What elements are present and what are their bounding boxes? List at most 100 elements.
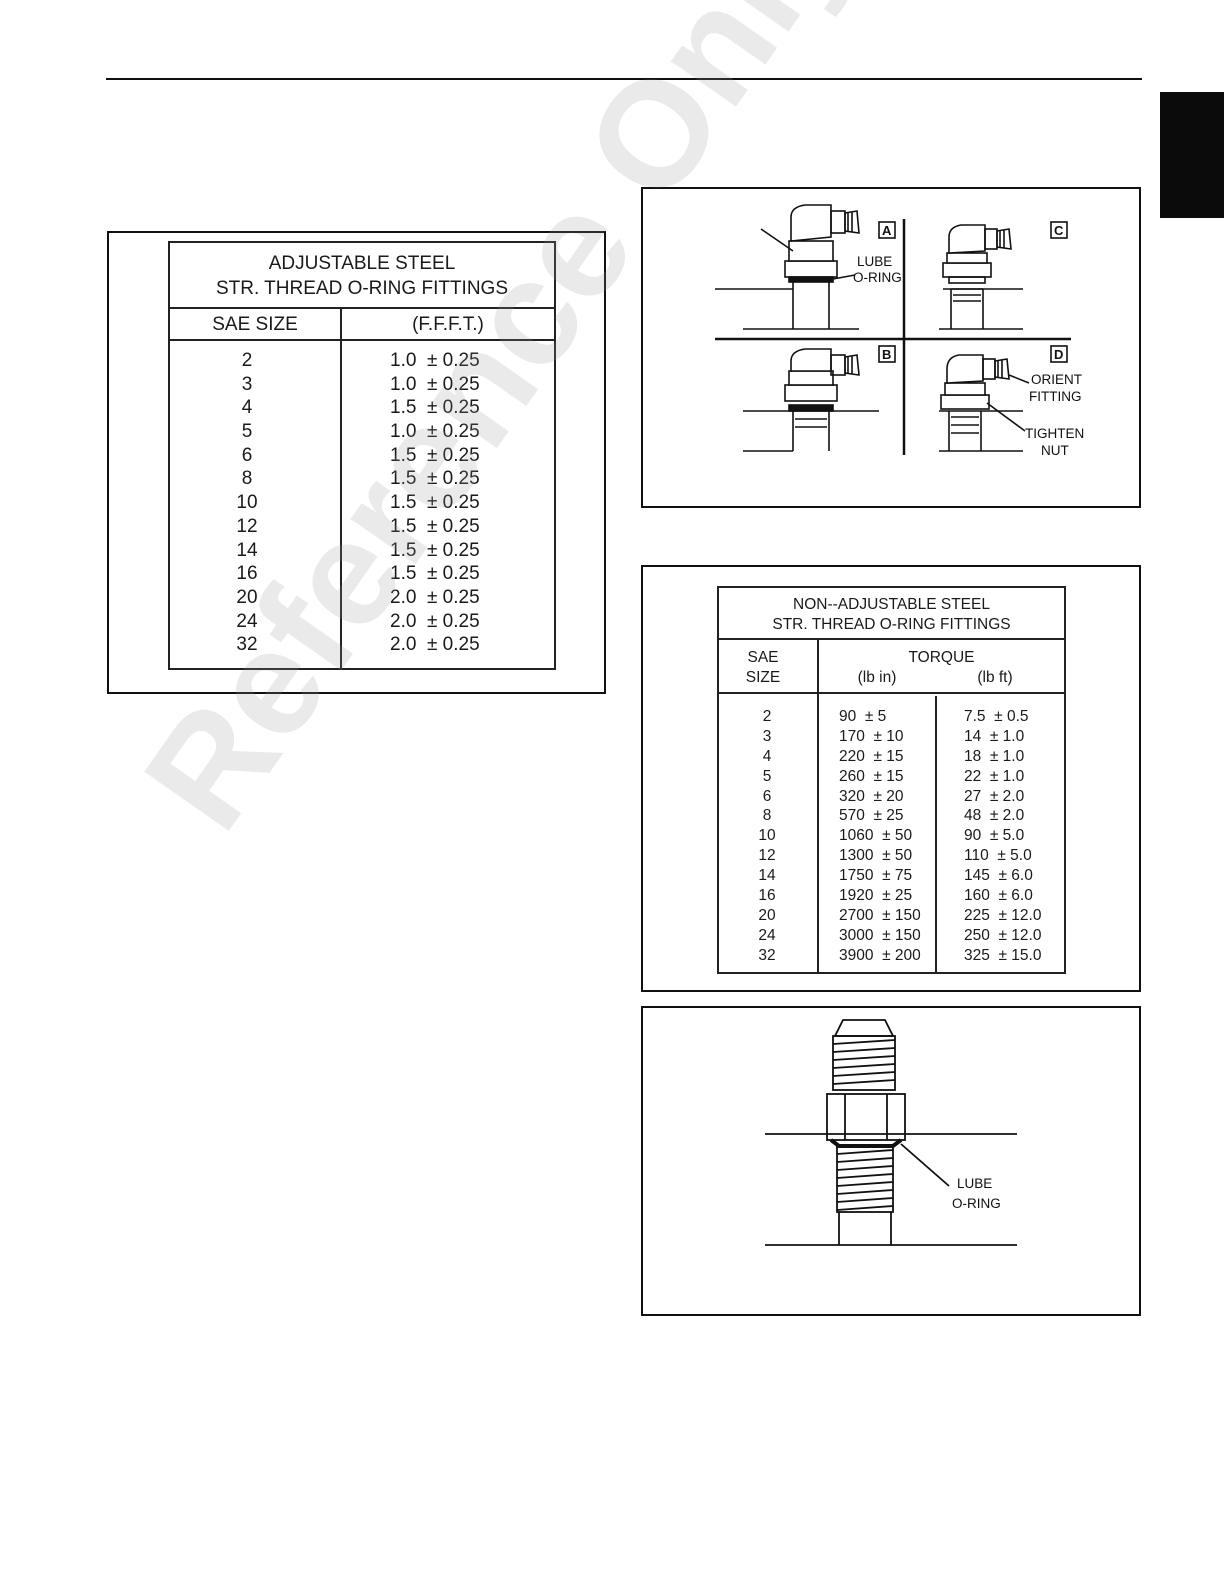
non-adjustable-title-line1: NON--ADJUSTABLE STEEL <box>793 596 990 613</box>
torque-header: TORQUE <box>908 649 975 666</box>
lb-in-header: (lb in) <box>857 669 897 686</box>
adjustable-torque-table: ADJUSTABLE STEEL STR. THREAD O-RING FITT… <box>168 241 556 670</box>
nadj-lbft-cell: 22 ± 1.0 <box>964 767 1025 785</box>
nadj-size-cell: 32 <box>758 946 776 964</box>
nadj-lbft-cell: 90 ± 5.0 <box>964 827 1025 845</box>
nadj-size-cell: 5 <box>762 767 772 785</box>
adj-size-cell: 20 <box>236 586 258 608</box>
nadj-lbft-cell: 145 ± 6.0 <box>964 867 1033 885</box>
adj-size-cell: 14 <box>236 539 258 561</box>
non-adjustable-torque-table: NON--ADJUSTABLE STEEL STR. THREAD O-RING… <box>717 586 1066 974</box>
nadj-lbft-cell: 225 ± 12.0 <box>964 906 1042 924</box>
adj-ffft-cell: 2.0 ± 0.25 <box>390 610 480 632</box>
adj-ffft-cell: 2.0 ± 0.25 <box>390 586 480 608</box>
adj-size-cell: 4 <box>241 397 253 419</box>
nadj-size-cell: 14 <box>758 867 776 885</box>
nadj-lbin-cell: 170 ± 10 <box>839 727 904 745</box>
nadj-lbft-cell: 250 ± 12.0 <box>964 926 1042 944</box>
lb-ft-column: 7.5 ± 0.5 14 ± 1.0 18 ± 1.0 22 ± 1.0 27 ± 2.… <box>964 707 1041 966</box>
adj-size-cell: 2 <box>241 350 253 371</box>
adj-size-cell: 8 <box>241 468 253 490</box>
nadj-lbft-cell: 27 ± 2.0 <box>964 787 1025 805</box>
tighten-label-line1: TIGHTEN <box>1025 426 1084 441</box>
lb-ft-header: (lb ft) <box>977 669 1013 686</box>
nadj-lbft-cell: 110 ± 5.0 <box>964 847 1032 865</box>
table-divider <box>170 307 554 309</box>
adjustable-title-line2: STR. THREAD O-RING FITTINGS <box>215 278 509 299</box>
ffft-header: (F.F.F.T.) <box>412 314 484 335</box>
sae-size-header: SAE SIZE <box>719 648 807 688</box>
nadj-lbin-cell: 1920 ± 25 <box>839 887 913 905</box>
nadj-lbin-cell: 320 ± 20 <box>839 787 904 805</box>
nadj-size-cell: 8 <box>762 807 772 825</box>
adj-ffft-cell: 1.5 ± 0.25 <box>390 515 480 537</box>
nadj-lbin-cell: 3900 ± 200 <box>839 946 921 964</box>
nadj-size-cell: 24 <box>758 926 776 944</box>
nadj-size-cell: 12 <box>758 847 776 865</box>
nadj-lbin-cell: 90 ± 5 <box>839 708 887 725</box>
adjustable-table-title: ADJUSTABLE STEEL STR. THREAD O-RING FITT… <box>170 251 554 301</box>
straight-lube-label-line2: O-RING <box>952 1196 1001 1211</box>
non-adjustable-title-line2: STR. THREAD O-RING FITTINGS <box>772 616 1011 633</box>
nadj-size-cell: 6 <box>762 787 772 805</box>
adj-size-cell: 24 <box>236 610 258 632</box>
nadj-size-cell: 10 <box>758 827 776 845</box>
adj-ffft-cell: 1.0 ± 0.25 <box>390 373 480 395</box>
nadj-size-cell: 16 <box>758 887 776 905</box>
nadj-lbin-cell: 1060 ± 50 <box>839 827 913 845</box>
lube-label-line1: LUBE <box>857 254 892 269</box>
adj-ffft-cell: 1.5 ± 0.25 <box>390 468 480 490</box>
adj-size-cell: 5 <box>241 421 253 443</box>
fitting-d-drawing <box>939 354 1030 452</box>
nadj-size-cell: 4 <box>762 747 772 765</box>
nadj-size-cell: 2 <box>762 708 772 725</box>
adj-ffft-cell: 1.5 ± 0.25 <box>390 539 480 561</box>
adj-size-cell: 32 <box>236 634 258 656</box>
table-divider <box>170 339 554 341</box>
nadj-size-cell: 3 <box>762 727 772 745</box>
quadrant-a-label: A <box>882 223 892 238</box>
adj-size-cell: 12 <box>236 515 258 537</box>
nadj-lbft-cell: 7.5 ± 0.5 <box>964 708 1029 725</box>
nadj-lbft-cell: 160 ± 6.0 <box>964 887 1033 905</box>
adj-size-cell: 10 <box>236 492 258 514</box>
nadj-lbft-cell: 18 ± 1.0 <box>964 747 1025 765</box>
non-adjustable-table-frame <box>641 565 1141 992</box>
adj-ffft-cell: 1.5 ± 0.25 <box>390 397 480 419</box>
tighten-label-line2: NUT <box>1041 443 1069 458</box>
nadj-lbin-cell: 2700 ± 150 <box>839 906 921 924</box>
lube-label-line2: O-RING <box>853 270 902 285</box>
orient-label-line1: ORIENT <box>1031 372 1082 387</box>
fitting-a-drawing <box>715 204 860 330</box>
fitting-install-diagram: A LUBE O-RING C <box>715 204 1084 458</box>
nadj-lbin-cell: 3000 ± 150 <box>839 926 921 944</box>
nadj-lbin-cell: 1750 ± 75 <box>839 867 913 885</box>
adj-ffft-cell: 1.5 ± 0.25 <box>390 563 480 585</box>
fitting-install-figure-frame: A LUBE O-RING C <box>641 187 1141 508</box>
column-divider <box>817 638 819 972</box>
nadj-size-cell: 20 <box>758 906 776 924</box>
nadj-lbin-cell: 220 ± 15 <box>839 747 904 765</box>
adj-size-cell: 16 <box>236 563 258 585</box>
sae-size-header: SAE SIZE <box>212 314 298 335</box>
nadj-lbft-cell: 14 ± 1.0 <box>964 727 1025 745</box>
table-divider <box>719 692 1064 694</box>
quadrant-c-label: C <box>1054 223 1064 238</box>
adjustable-title-line1: ADJUSTABLE STEEL <box>268 253 456 274</box>
nadj-lbft-cell: 48 ± 2.0 <box>964 807 1025 825</box>
adj-ffft-cell: 1.0 ± 0.25 <box>390 421 480 443</box>
column-divider <box>340 309 342 668</box>
nadj-lbin-cell: 570 ± 25 <box>839 807 904 825</box>
nadj-lbft-cell: 325 ± 15.0 <box>964 946 1042 964</box>
column-divider <box>935 696 937 972</box>
straight-fitting-drawing <box>765 1019 1017 1246</box>
adj-ffft-cell: 1.5 ± 0.25 <box>390 492 480 514</box>
fitting-c-drawing <box>939 224 1023 330</box>
quadrant-d-label: D <box>1054 347 1063 362</box>
adj-size-cell: 3 <box>241 373 253 395</box>
table-divider <box>719 638 1064 640</box>
